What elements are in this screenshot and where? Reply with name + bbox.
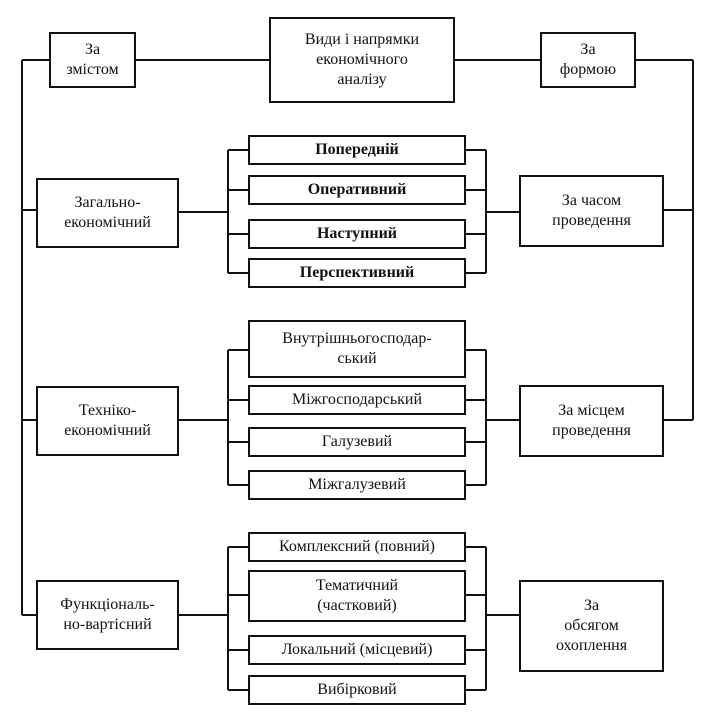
content-type-general-economic: Загально- економічний [36,178,179,248]
time-type-prospective: Перспективний [248,258,466,288]
place-type-inter-economic: Міжгосподарський [248,385,466,415]
criterion-place: За місцем проведення [519,385,664,457]
content-group-box: За змістом [49,32,136,88]
coverage-type-thematic: Тематичний (частковий) [248,570,466,622]
time-type-subsequent: Наступний [248,219,466,249]
content-type-technical-economic: Техніко- економічний [36,386,179,456]
coverage-type-local: Локальний (місцевий) [248,635,466,665]
place-type-sectoral: Галузевий [248,427,466,457]
place-type-inter-sectoral: Міжгалузевий [248,470,466,500]
root-box: Види і напрямки економічного аналізу [269,17,455,103]
coverage-type-selective: Вибірковий [248,675,466,705]
time-type-preliminary: Попередній [248,135,466,165]
criterion-coverage: За обсягом охоплення [519,580,664,672]
place-type-intra-economic: Внутрішньогосподар- ський [248,320,466,378]
form-group-box: За формою [540,32,636,88]
content-type-functional-cost: Функціональ- но-вартісний [36,580,179,650]
criterion-time: За часом проведення [519,175,664,247]
coverage-type-complex: Комплексний (повний) [248,532,466,562]
time-type-operational: Оперативний [248,175,466,205]
